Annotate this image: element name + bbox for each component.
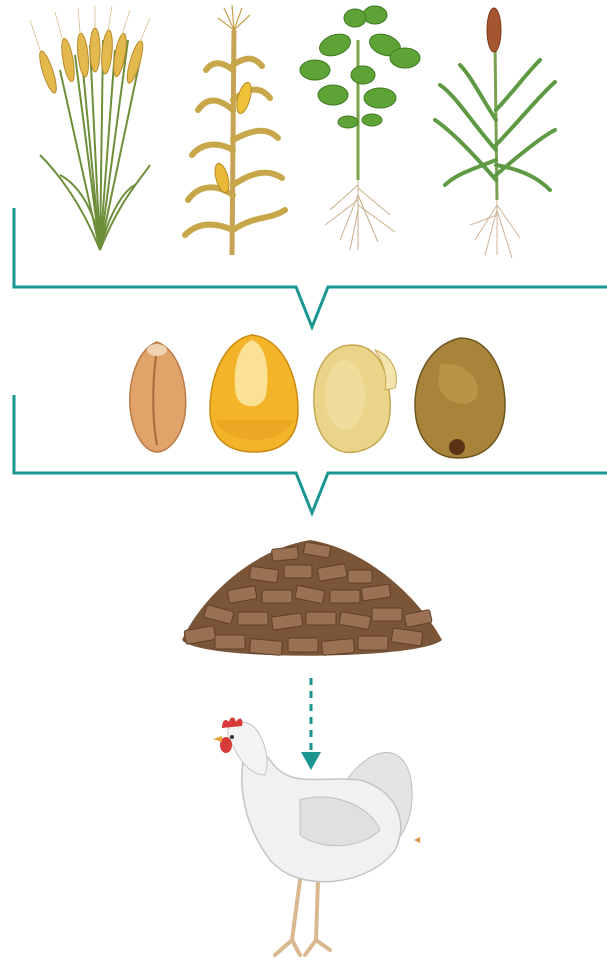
pellets-icon <box>182 540 442 656</box>
down-arrow-icon <box>301 678 321 770</box>
bracket-grains-to-feed <box>14 395 607 513</box>
wheat-icon <box>30 5 150 250</box>
soybean-seed-icon <box>314 345 397 452</box>
small-marker-icon <box>414 837 420 843</box>
sorghum-icon <box>435 8 555 258</box>
corn-icon <box>185 5 285 255</box>
sorghum-seed-icon <box>415 338 505 458</box>
soybean-icon <box>300 6 420 250</box>
corn-kernel-icon <box>210 335 298 452</box>
wheat-grain-icon <box>130 342 186 452</box>
